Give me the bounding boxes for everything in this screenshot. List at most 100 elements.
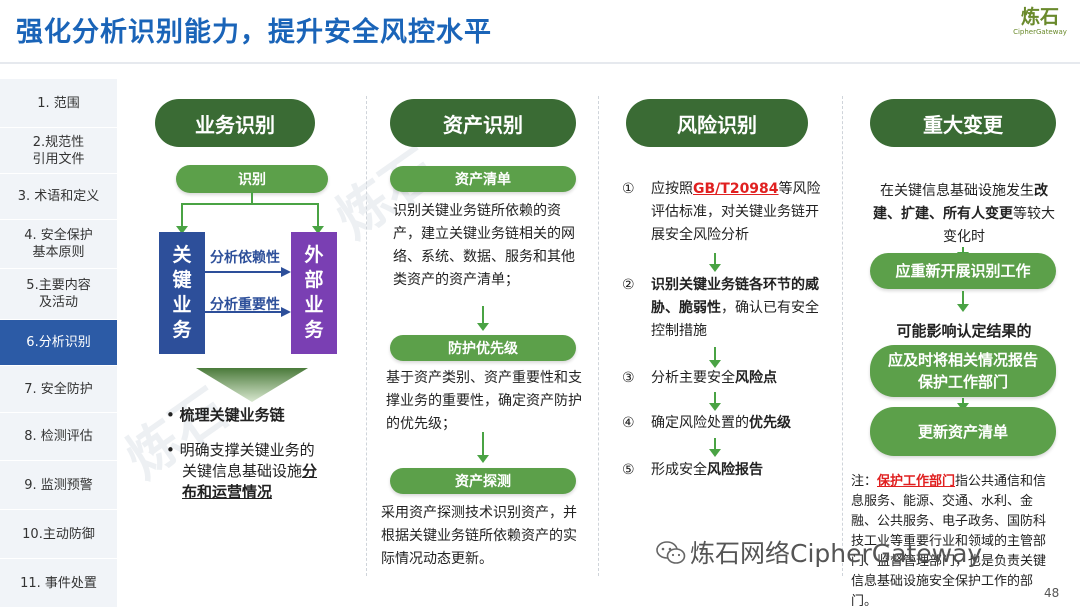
risk-text: 分析主要安全 bbox=[651, 370, 735, 386]
bullet-infrastructure: • 明确支撑关键业务的 关键信息基础设施分 布和运营情况 bbox=[166, 440, 336, 503]
bullet-business-chain: • 梳理关键业务链 bbox=[166, 404, 285, 427]
note-highlight: 保护工作部门 bbox=[877, 474, 956, 489]
risk-item-5: 形成安全风险报告 bbox=[651, 459, 821, 482]
risk-text: 等风险评估标准，对关键业务链开展安全风险分析 bbox=[651, 181, 821, 243]
risk-item-number: ② bbox=[622, 277, 635, 293]
bullet-text: 关键信息基础设施 bbox=[182, 462, 303, 480]
note-label: 注： bbox=[851, 474, 878, 489]
bullet-dot: • bbox=[166, 406, 180, 424]
arrow-connector bbox=[709, 253, 721, 272]
column-divider bbox=[366, 96, 367, 576]
header-divider bbox=[0, 62, 1080, 64]
external-business-box: 外 部 业 务 bbox=[291, 232, 337, 354]
note-body: 指公共通信和信息服务、能源、交通、水利、金融、公共服务、电子政务、国防科技工业等… bbox=[851, 474, 1047, 609]
asset-list-step: 资产清单 bbox=[390, 166, 576, 192]
dependency-arrows bbox=[205, 267, 291, 317]
asset-list-text: 识别关键业务链所依赖的资产，建立关键业务链相关的网络、系统、数据、服务和其他类资… bbox=[393, 203, 575, 288]
arrow-connector bbox=[477, 432, 489, 463]
box-char: 键 bbox=[172, 269, 192, 291]
sidebar-item-label: 8. 检测评估 bbox=[24, 429, 93, 444]
footer-watermark: 炼石网络CipherGateway bbox=[690, 539, 983, 568]
risk-identification-header: 风险识别 bbox=[626, 99, 808, 147]
box-char: 部 bbox=[304, 269, 324, 291]
page-number: 48 bbox=[1044, 586, 1060, 600]
sidebar-item-principles[interactable]: 4. 安全保护 基本原则 bbox=[0, 220, 117, 269]
sidebar-item-label: 5.主要内容 及活动 bbox=[26, 278, 91, 310]
sidebar-item-scope[interactable]: 1. 范围 bbox=[0, 79, 117, 128]
key-business-box: 关 键 业 务 bbox=[159, 232, 205, 354]
risk-item-number: ⑤ bbox=[622, 462, 635, 478]
major-change-intro: 在关键信息基础设施发生改建、扩建、所有人变更等较大变化时 bbox=[868, 180, 1060, 249]
down-arrow-icon bbox=[196, 368, 308, 402]
sidebar-item-evaluation[interactable]: 8. 检测评估 bbox=[0, 413, 117, 461]
risk-item-4: 确定风险处置的优先级 bbox=[651, 412, 821, 435]
analyze-dependency-label: 分析依赖性 bbox=[210, 250, 280, 266]
bullet-dot: • bbox=[166, 441, 180, 459]
box-char: 业 bbox=[304, 294, 324, 316]
risk-text-bold: 风险报告 bbox=[707, 462, 763, 478]
risk-text: 确定风险处置的 bbox=[651, 415, 749, 431]
risk-item-number: ④ bbox=[622, 415, 635, 431]
arrow-connector bbox=[709, 438, 721, 457]
analyze-importance-label: 分析重要性 bbox=[210, 297, 280, 313]
sidebar-item-main-activities[interactable]: 5.主要内容 及活动 bbox=[0, 269, 117, 320]
sidebar-item-protection[interactable]: 7. 安全防护 bbox=[0, 366, 117, 413]
bullet-text: 梳理关键业务链 bbox=[179, 406, 285, 424]
box-char: 务 bbox=[304, 319, 324, 341]
intro-text: 等较大变化时 bbox=[943, 206, 1055, 245]
re-identify-step: 应重新开展识别工作 bbox=[870, 253, 1056, 289]
risk-text: 应按照 bbox=[651, 181, 693, 197]
arrow-connector bbox=[957, 398, 969, 411]
risk-item-1: 应按照GB/T20984等风险评估标准，对关键业务链开展安全风险分析 bbox=[651, 178, 821, 247]
asset-detection-text: 采用资产探测技术识别资产，并根据关键业务链所依赖资产的实际情况动态更新。 bbox=[381, 505, 577, 567]
sidebar-item-label: 10.主动防御 bbox=[22, 526, 95, 542]
wechat-icon bbox=[656, 541, 686, 564]
risk-text: 形成安全 bbox=[651, 462, 707, 478]
update-asset-list-step: 更新资产清单 bbox=[870, 407, 1056, 456]
arrow-connector bbox=[957, 291, 969, 312]
logo-name: 炼石 bbox=[1020, 6, 1059, 28]
intro-text-bold: 改建、扩建、所有人变更 bbox=[873, 183, 1048, 222]
sidebar-item-label: 9. 监测预警 bbox=[24, 477, 93, 493]
note-text: 注：保护工作部门指公共通信和信息服务、能源、交通、水利、金融、公共服务、电子政务… bbox=[851, 472, 1056, 612]
standard-reference: GB/T20984 bbox=[693, 181, 779, 197]
sidebar-item-label: 4. 安全保护 基本原则 bbox=[24, 228, 93, 260]
affects-result-text: 可能影响认定结果的 bbox=[896, 322, 1032, 340]
risk-item-2: 识别关键业务链各环节的威胁、脆弱性，确认已有安全控制措施 bbox=[651, 274, 821, 343]
bullet-text-bold: 布和运营情况 bbox=[182, 483, 273, 501]
report-department-step: 应及时将相关情况报告保护工作部门 bbox=[870, 345, 1056, 397]
protection-priority-step: 防护优先级 bbox=[390, 335, 576, 361]
identify-step: 识别 bbox=[176, 165, 328, 193]
sidebar-item-label: 7. 安全防护 bbox=[24, 381, 93, 397]
intro-text: 在关键信息基础设施发生 bbox=[880, 183, 1034, 199]
arrow-connector bbox=[709, 347, 721, 368]
column-divider bbox=[842, 96, 843, 576]
risk-text: ，确认已有安全控制措施 bbox=[651, 300, 819, 339]
sidebar-item-terms[interactable]: 3. 术语和定义 bbox=[0, 174, 117, 220]
sidebar-item-monitoring[interactable]: 9. 监测预警 bbox=[0, 461, 117, 510]
risk-item-number: ① bbox=[622, 181, 635, 197]
box-char: 务 bbox=[172, 319, 192, 341]
major-change-header: 重大变更 bbox=[870, 99, 1056, 147]
brand-logo: 炼石 CipherGateway bbox=[1008, 6, 1072, 37]
risk-item-3: 分析主要安全风险点 bbox=[651, 367, 821, 390]
risk-text-bold: 识别关键业务链各环节的威胁、脆弱性 bbox=[651, 277, 819, 316]
sidebar-item-incident[interactable]: 11. 事件处置 bbox=[0, 559, 117, 608]
sidebar-item-label: 2.规范性 引用文件 bbox=[32, 134, 85, 167]
asset-identification-header: 资产识别 bbox=[390, 99, 576, 147]
sidebar-item-analysis[interactable]: 6.分析识别 bbox=[0, 320, 117, 366]
column-divider bbox=[598, 96, 599, 576]
arrow-connector bbox=[477, 306, 489, 331]
arrow-connector bbox=[709, 392, 721, 411]
sidebar-item-normative-references[interactable]: 2.规范性 引用文件 bbox=[0, 128, 117, 174]
protection-priority-text: 基于资产类别、资产重要性和支撑业务的重要性，确定资产防护的优先级； bbox=[386, 370, 582, 432]
business-identification-header: 业务识别 bbox=[155, 99, 315, 147]
box-char: 业 bbox=[172, 294, 192, 316]
sidebar-item-label: 1. 范围 bbox=[37, 95, 80, 111]
logo-subtitle: CipherGateway bbox=[1013, 28, 1067, 36]
bracket-connector bbox=[176, 192, 324, 234]
box-char: 关 bbox=[172, 244, 192, 266]
box-char: 外 bbox=[304, 244, 324, 266]
sidebar-item-label: 11. 事件处置 bbox=[20, 575, 97, 591]
sidebar-item-active-defense[interactable]: 10.主动防御 bbox=[0, 510, 117, 559]
